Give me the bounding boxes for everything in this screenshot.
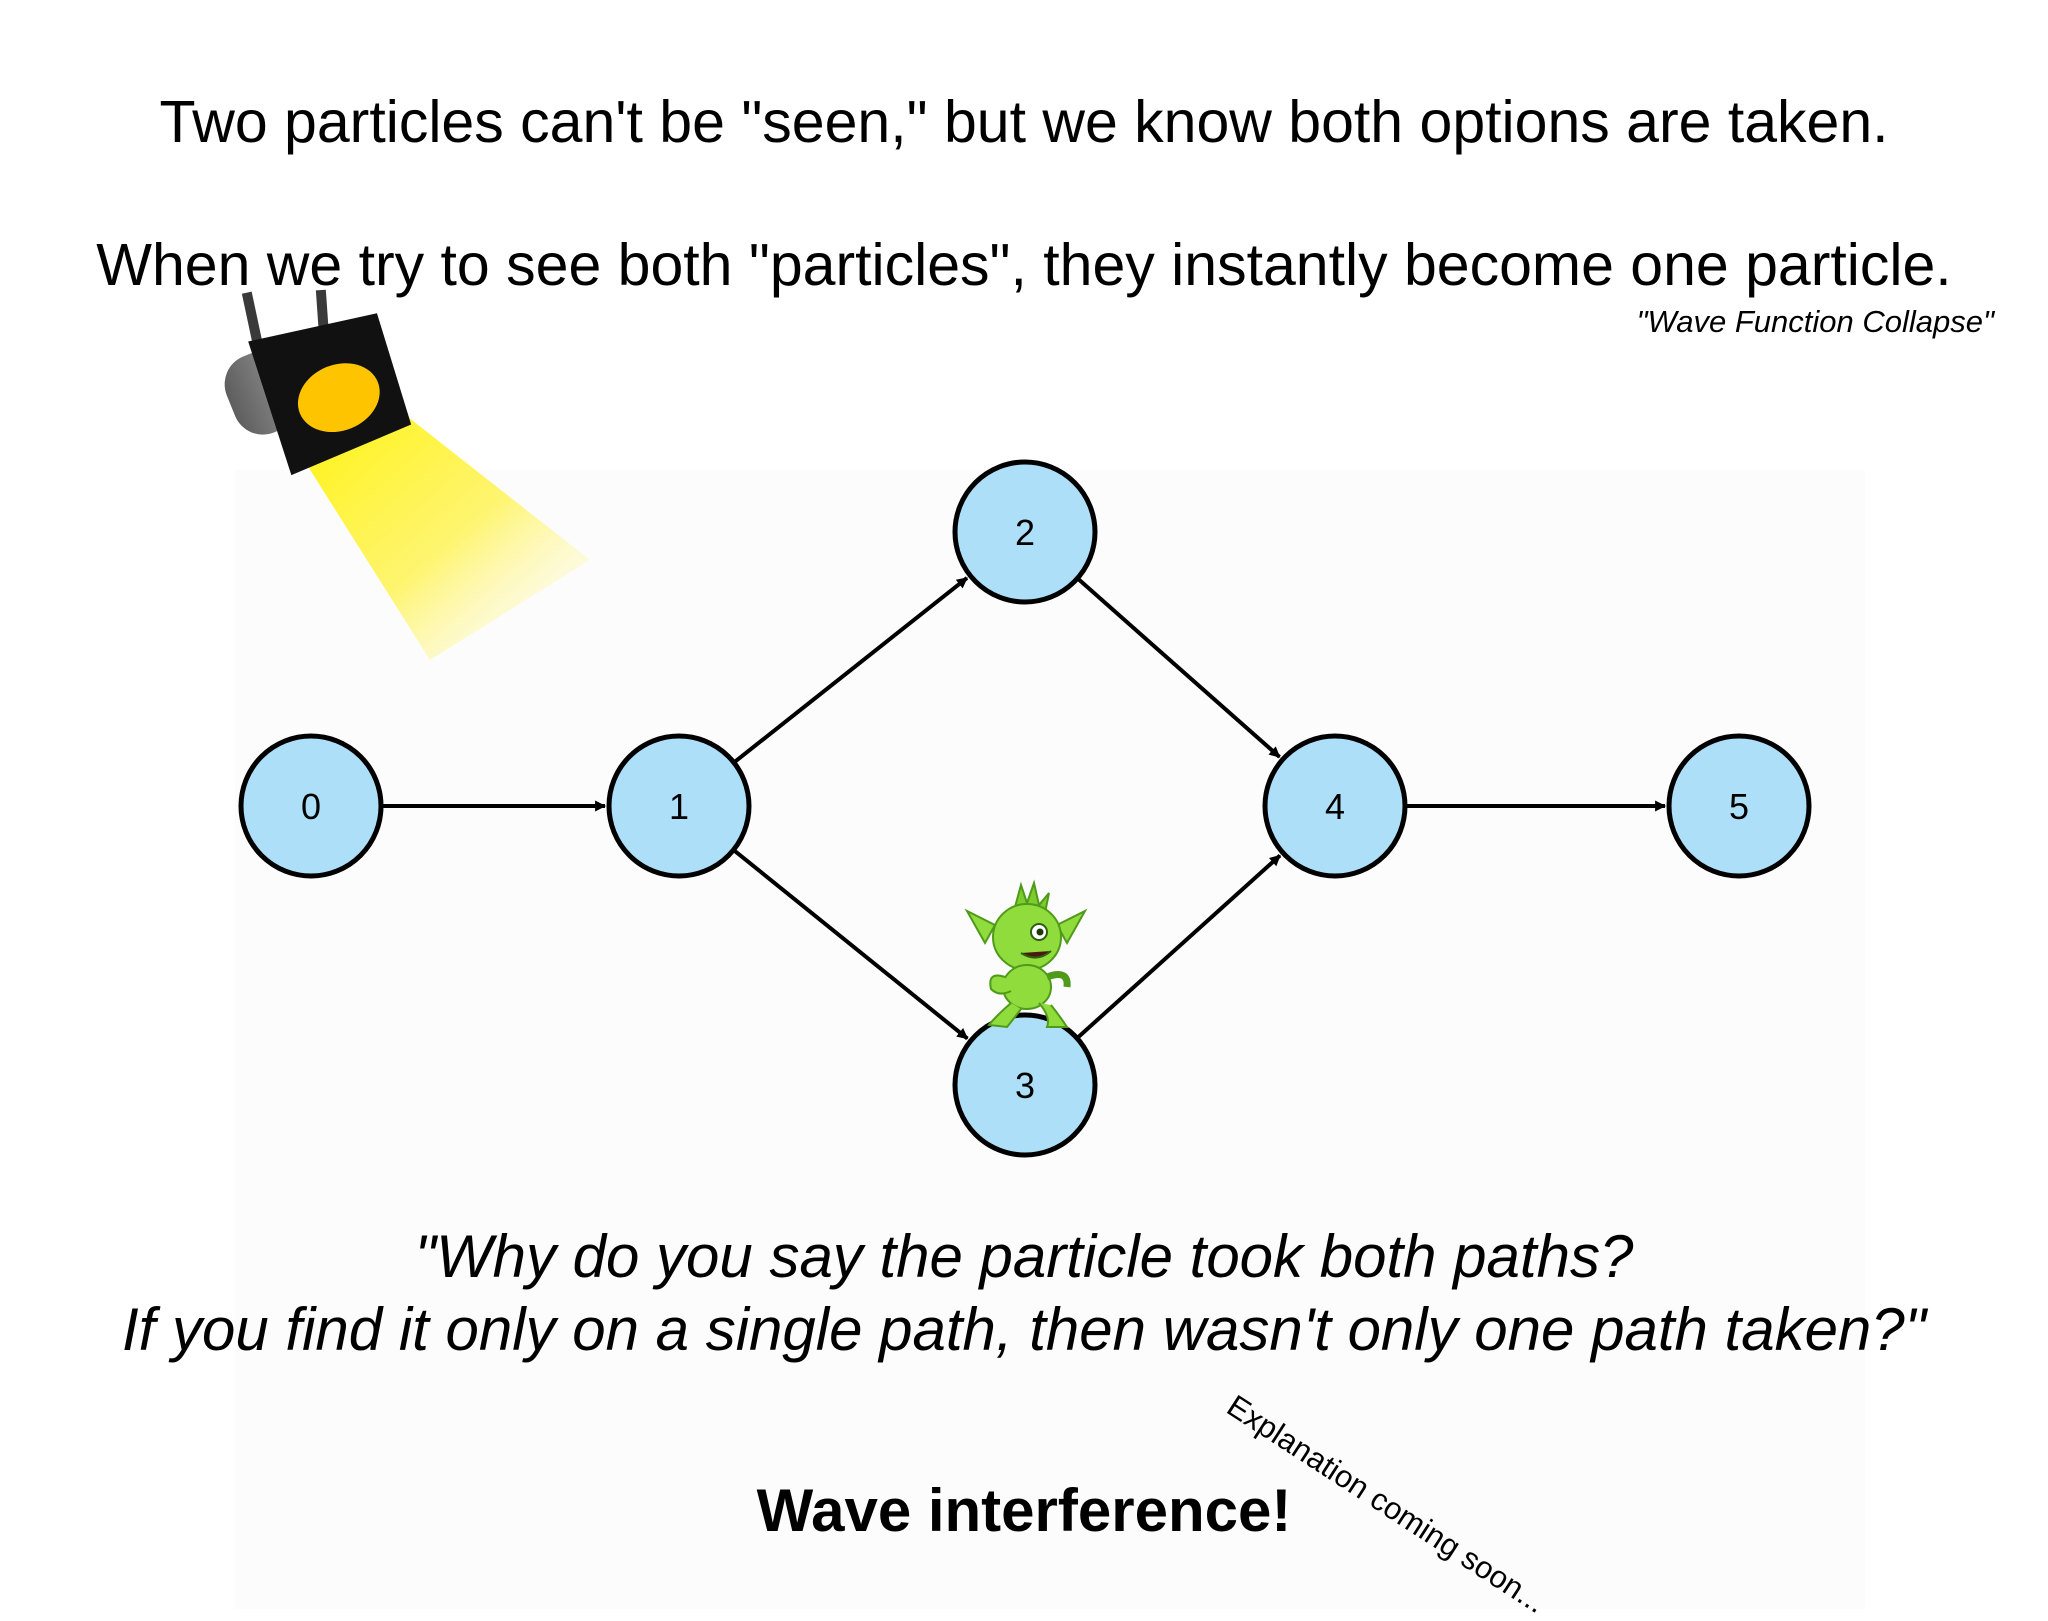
node-label: 0 <box>301 786 321 827</box>
question-line-1: "Why do you say the particle took both p… <box>414 1223 1634 1290</box>
edge-1-3 <box>733 849 969 1041</box>
node-0: 0 <box>238 733 384 879</box>
node-circle <box>952 459 1098 605</box>
node-2: 2 <box>952 459 1098 605</box>
node-5: 5 <box>1666 733 1812 879</box>
node-circle <box>1262 733 1408 879</box>
node-circle <box>606 733 752 879</box>
node-label: 2 <box>1015 512 1035 553</box>
headline-line-1: Two particles can't be "seen," but we kn… <box>159 89 1889 155</box>
node-circle <box>238 733 384 879</box>
wave-function-collapse-caption: "Wave Function Collapse" <box>1636 304 1994 339</box>
node-4: 4 <box>1262 733 1408 879</box>
headline-line-2: When we try to see both "particles", the… <box>96 232 1952 298</box>
wave-interference-heading: Wave interference! <box>756 1477 1292 1544</box>
node-circle <box>952 1012 1098 1158</box>
question-line-2: If you find it only on a single path, th… <box>122 1296 1926 1363</box>
spotlight-icon <box>224 289 590 660</box>
goblin-icon <box>964 879 1088 1029</box>
node-1: 1 <box>606 733 752 879</box>
node-3: 3 <box>952 1012 1098 1158</box>
spotlight-lens <box>297 363 380 433</box>
node-label: 1 <box>669 786 689 827</box>
spotlight-beam <box>285 395 590 660</box>
edge-3-4 <box>1077 854 1282 1039</box>
node-label: 4 <box>1325 786 1345 827</box>
node-label: 5 <box>1729 786 1749 827</box>
edge-2-4 <box>1077 578 1281 759</box>
node-label: 3 <box>1015 1065 1035 1106</box>
edge-1-2 <box>734 576 969 763</box>
node-circle <box>1666 733 1812 879</box>
